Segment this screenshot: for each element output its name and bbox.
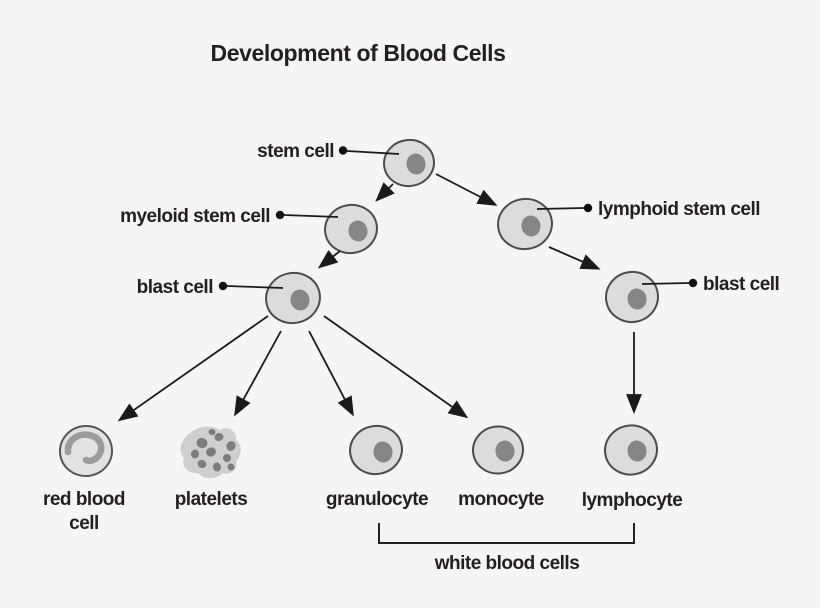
arrow-blast-to-granulocyte xyxy=(308,330,354,417)
leader-line-blast-right xyxy=(641,282,690,285)
white-blood-cells-bracket xyxy=(378,523,635,544)
label-blast-cell-right: blast cell xyxy=(703,274,779,295)
platelet-spot xyxy=(190,449,200,459)
platelet-spot xyxy=(226,441,236,451)
blast-cell-right-nucleus xyxy=(627,288,647,310)
arrow-lymphoid-to-blast xyxy=(548,246,601,270)
label-monocyte: monocyte xyxy=(458,489,544,510)
arrow-stem-to-myeloid xyxy=(375,182,395,202)
monocyte-nucleus xyxy=(495,440,515,462)
blast-cell-left-node xyxy=(265,271,321,325)
platelet-spot xyxy=(196,437,208,449)
blast-cell-left-nucleus xyxy=(290,289,310,311)
platelet-spot xyxy=(208,428,216,436)
stem-cell-nucleus xyxy=(406,153,426,175)
leader-line-stem-cell xyxy=(346,150,400,155)
platelet-spot xyxy=(214,432,224,442)
label-lymphoid-stem-cell: lymphoid stem cell xyxy=(598,199,760,220)
lymphoid-stem-cell-nucleus xyxy=(521,215,541,237)
red-blood-cell-crescent xyxy=(64,431,105,465)
blast-cell-right-node xyxy=(605,270,659,324)
label-red-blood-cell-line2: cell xyxy=(69,513,99,534)
leader-dot-stem-cell xyxy=(338,146,348,155)
granulocyte-node xyxy=(349,424,403,476)
myeloid-stem-cell-nucleus xyxy=(348,220,368,242)
arrow-blast-to-monocyte xyxy=(323,315,469,419)
leader-line-lymphoid xyxy=(536,207,585,210)
lymphoid-stem-cell-node xyxy=(497,197,553,251)
platelet-spot xyxy=(223,454,231,462)
label-platelets: platelets xyxy=(175,489,248,510)
leader-line-myeloid xyxy=(283,214,339,218)
lymphocyte-node xyxy=(604,424,658,476)
label-lymphocyte: lymphocyte xyxy=(582,490,683,511)
label-myeloid-stem-cell: myeloid stem cell xyxy=(120,206,270,227)
platelet-spot xyxy=(227,463,235,471)
granulocyte-nucleus xyxy=(373,441,393,463)
leader-dot-blast-left xyxy=(218,281,228,291)
red-blood-cell-node xyxy=(59,424,113,478)
leader-dot-blast-right xyxy=(688,278,698,288)
leader-dot-lymphoid xyxy=(583,203,593,213)
arrow-stem-to-lymphoid xyxy=(435,173,498,206)
platelet-spot xyxy=(212,462,222,472)
label-blast-cell-left: blast cell xyxy=(137,277,213,298)
platelet-spot xyxy=(206,447,216,457)
myeloid-stem-cell-node xyxy=(324,203,378,255)
lymphocyte-nucleus xyxy=(627,440,647,462)
stem-cell-node xyxy=(383,138,435,188)
arrow-blast-to-platelets xyxy=(234,330,282,417)
label-granulocyte: granulocyte xyxy=(326,489,428,510)
label-white-blood-cells: white blood cells xyxy=(434,553,580,574)
label-red-blood-cell-line1: red blood xyxy=(43,489,125,510)
leader-line-blast-left xyxy=(226,285,284,289)
leader-dot-myeloid xyxy=(275,210,285,220)
diagram-title: Development of Blood Cells xyxy=(210,40,505,66)
monocyte-node xyxy=(472,425,524,475)
platelet-spot xyxy=(197,459,207,469)
arrow-myeloid-to-blast xyxy=(317,249,341,269)
label-stem-cell: stem cell xyxy=(257,141,334,162)
platelets-node xyxy=(180,426,241,479)
arrow-blast-to-red-blood-cell xyxy=(117,315,269,422)
